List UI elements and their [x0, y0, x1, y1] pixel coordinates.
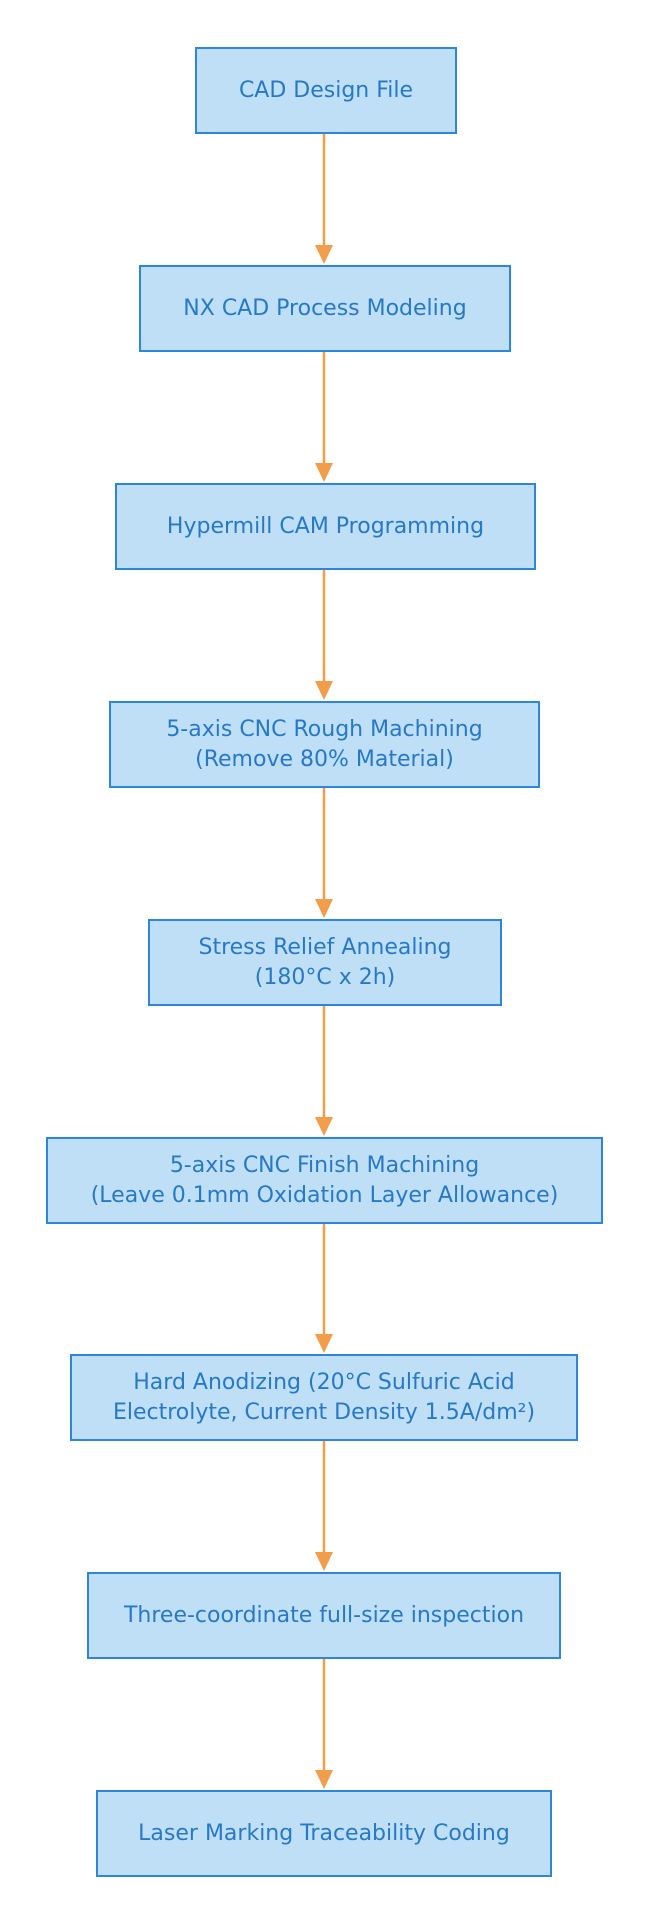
arrow-head [315, 245, 333, 264]
step-finish-machining: 5-axis CNC Finish Machining (Leave 0.1mm… [46, 1137, 603, 1224]
step-three-coordinate-inspection: Three-coordinate full-size inspection [87, 1572, 561, 1659]
step-label-line-1: Hard Anodizing (20°C Sulfuric Acid [133, 1369, 515, 1395]
step-hypermill-cam-programming: Hypermill CAM Programming [115, 483, 536, 570]
step-label-line-1: Hypermill CAM Programming [166, 513, 485, 539]
step-hard-anodizing: Hard Anodizing (20°C Sulfuric Acid Elect… [70, 1354, 578, 1441]
step-label-line-1: NX CAD Process Modeling [183, 295, 467, 321]
step-label-line-1: 5-axis CNC Rough Machining [166, 716, 483, 742]
step-label-line-1: Stress Relief Annealing [198, 934, 452, 960]
step-label-line-2: (Leave 0.1mm Oxidation Layer Allowance) [90, 1182, 559, 1208]
step-rough-machining: 5-axis CNC Rough Machining (Remove 80% M… [109, 701, 540, 788]
step-stress-relief-annealing: Stress Relief Annealing (180°C x 2h) [148, 919, 502, 1006]
step-label-line-2: (Remove 80% Material) [195, 746, 454, 772]
arrow-head [315, 899, 333, 918]
step-label-line-1: Three-coordinate full-size inspection [123, 1602, 525, 1628]
arrow-head [315, 1552, 333, 1571]
step-label-line-2: Electrolyte, Current Density 1.5A/dm²) [112, 1399, 536, 1425]
step-nx-cad-process-modeling: NX CAD Process Modeling [139, 265, 511, 352]
arrow-layer [315, 134, 333, 1789]
arrow-head [315, 1334, 333, 1353]
step-label-line-1: 5-axis CNC Finish Machining [169, 1152, 480, 1178]
arrow-head [315, 681, 333, 700]
step-label-line-2: (180°C x 2h) [254, 964, 396, 990]
step-cad-design-file: CAD Design File [195, 47, 457, 134]
arrow-head [315, 463, 333, 482]
arrow-head [315, 1117, 333, 1136]
arrow-head [315, 1770, 333, 1789]
step-label-line-1: CAD Design File [238, 77, 414, 103]
step-laser-marking-coding: Laser Marking Traceability Coding [96, 1790, 552, 1877]
step-label-line-1: Laser Marking Traceability Coding [138, 1820, 510, 1846]
